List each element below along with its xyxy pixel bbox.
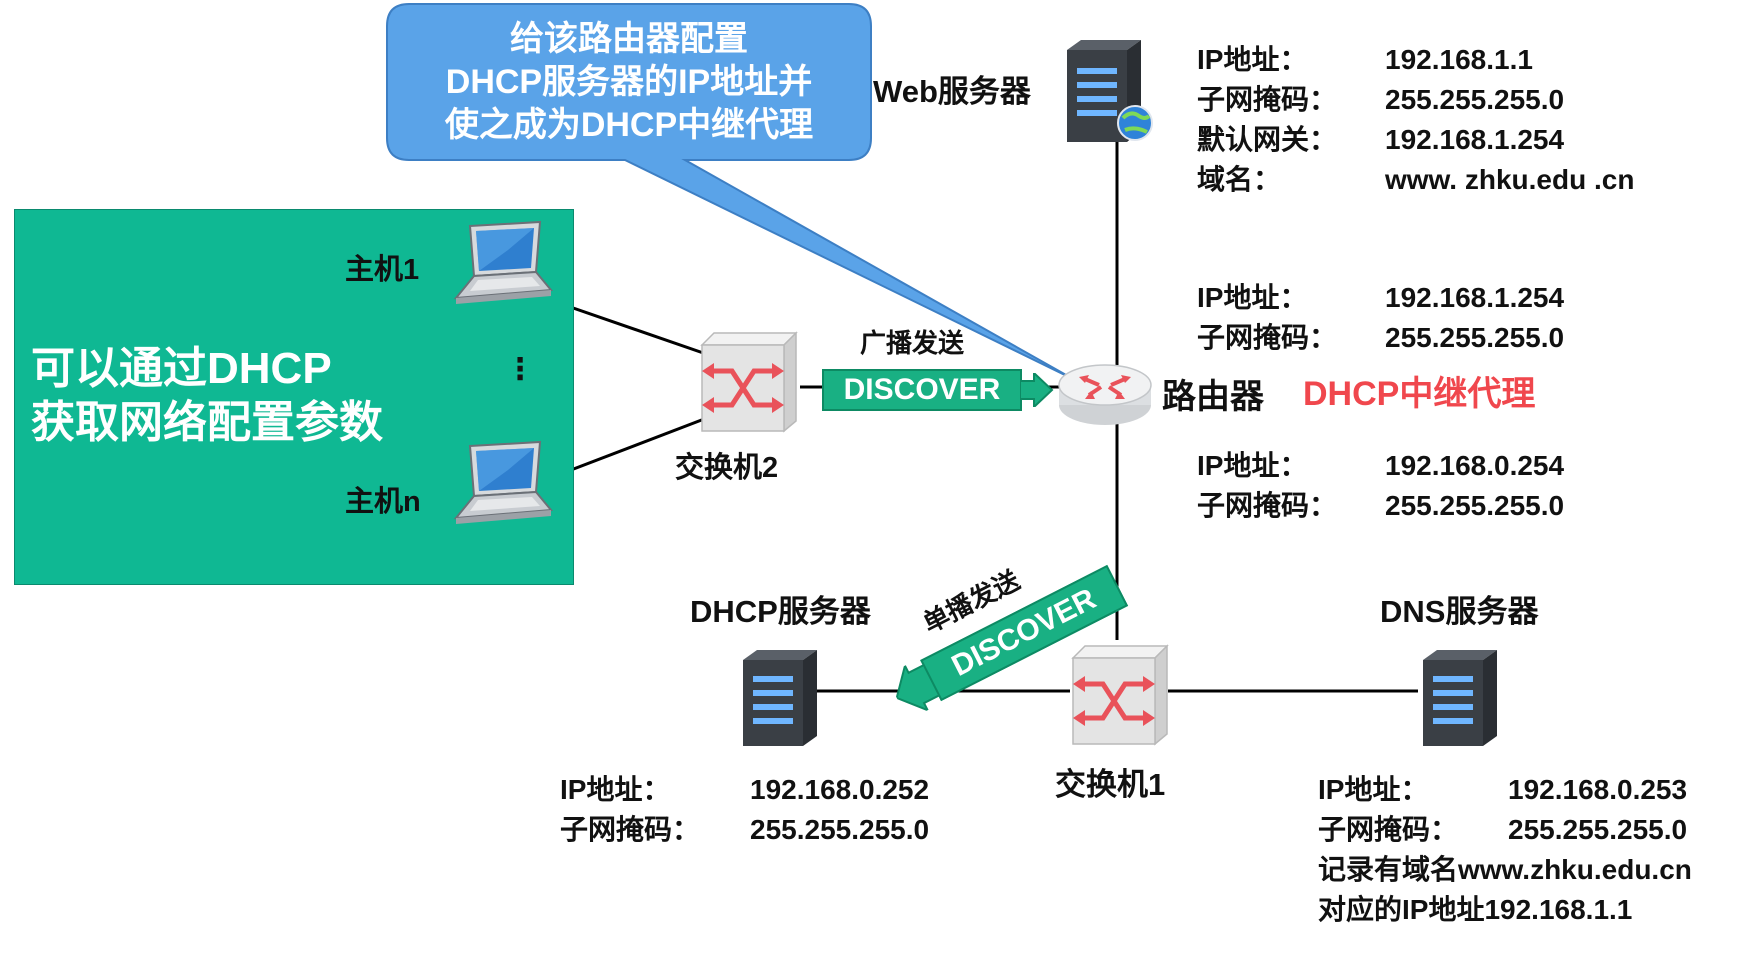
web-ip-key: IP地址： [1197,44,1308,75]
dhcp-mask-row: 子网掩码： 255.255.255.0 [560,810,929,850]
broadcast-arrow-icon [1020,373,1054,407]
broadcast-caption: 广播发送 [860,328,965,358]
host1-label: 主机1 [345,254,420,286]
router-upper-ip-value: 192.168.1.254 [1385,282,1565,313]
web-mask-key: 子网掩码： [1197,84,1338,115]
router-upper-mask-key: 子网掩码： [1197,322,1338,353]
dns-server-label: DNS服务器 [1380,594,1539,629]
dns-ip-row: IP地址： 192.168.0.253 [1318,770,1687,810]
broadcast-discover-text: DISCOVER [843,373,1001,406]
callout-line1: 给该路由器配置 [510,20,748,58]
dhcp-server-icon [743,650,817,746]
dhcp-ip-value: 192.168.0.252 [750,774,930,805]
callout-bubble [386,3,1076,381]
router-upper-ip-key: IP地址： [1197,282,1308,313]
dns-mask-row: 子网掩码： 255.255.255.0 [1318,810,1687,850]
host-panel-caption-line2: 获取网络配置参数 [31,398,383,447]
web-mask-value: 255.255.255.0 [1385,84,1565,115]
broadcast-discover-badge: DISCOVER [822,369,1022,411]
router-icon [1058,364,1152,425]
dhcp-mask-value: 255.255.255.0 [750,814,930,845]
host-panel-caption: 可以通过DHCP 获取网络配置参数 [31,342,383,450]
dhcp-server-label: DHCP服务器 [690,594,871,629]
switch2-label: 交换机2 [675,452,779,484]
web-ip-row: IP地址： 192.168.1.1 [1197,40,1533,80]
web-gw-value: 192.168.1.254 [1385,124,1565,155]
dns-ip-key: IP地址： [1318,774,1429,805]
web-domain-key: 域名： [1197,164,1282,195]
switch1-icon [1071,644,1169,746]
hosts-ellipsis: ⋮ [505,353,535,386]
dns-record-line2: 对应的IP地址192.168.1.1 [1318,894,1633,925]
web-server-label: Web服务器 [873,74,1031,109]
dns-mask-value: 255.255.255.0 [1508,814,1688,845]
router-upper-ip-row: IP地址： 192.168.1.254 [1197,278,1564,318]
web-gw-key: 默认网关： [1197,124,1338,155]
router-relay-label: DHCP中继代理 [1303,375,1536,413]
callout-text: 给该路由器配置 DHCP服务器的IP地址并 使之成为DHCP中继代理 [385,18,873,147]
link-host1-switch2 [549,298,713,358]
router-lower-mask-value: 255.255.255.0 [1385,490,1565,521]
dhcp-ip-row: IP地址： 192.168.0.252 [560,770,929,810]
web-ip-value: 192.168.1.1 [1385,44,1533,75]
web-mask-row: 子网掩码： 255.255.255.0 [1197,80,1564,120]
host1-laptop-icon [453,220,553,304]
web-domain-value: www. zhku.edu .cn [1385,164,1635,195]
callout-line2: DHCP服务器的IP地址并 [445,63,813,101]
callout-line3: 使之成为DHCP中继代理 [444,106,814,144]
switch1-label: 交换机1 [1055,767,1166,802]
dns-record-line1: 记录有域名www.zhku.edu.cn [1318,854,1692,885]
web-gw-row: 默认网关： 192.168.1.254 [1197,120,1564,160]
router-lower-mask-key: 子网掩码： [1197,490,1338,521]
router-lower-ip-key: IP地址： [1197,450,1308,481]
dhcp-ip-key: IP地址： [560,774,671,805]
link-hostn-switch2 [549,414,713,480]
host-panel-caption-line1: 可以通过DHCP [31,344,332,393]
router-lower-ip-row: IP地址： 192.168.0.254 [1197,446,1564,486]
switch2-icon [700,331,798,433]
hostn-laptop-icon [453,440,553,524]
router-label: 路由器 [1162,378,1264,416]
router-upper-mask-value: 255.255.255.0 [1385,322,1565,353]
dns-ip-value: 192.168.0.253 [1508,774,1688,805]
web-domain-row: 域名： www. zhku.edu .cn [1197,160,1634,200]
router-lower-ip-value: 192.168.0.254 [1385,450,1565,481]
dns-server-icon [1423,650,1497,746]
unicast-group: 单播发送 DISCOVER [867,522,1149,738]
router-lower-mask-row: 子网掩码： 255.255.255.0 [1197,486,1564,526]
router-upper-mask-row: 子网掩码： 255.255.255.0 [1197,318,1564,358]
dhcp-mask-key: 子网掩码： [560,814,701,845]
hostn-label: 主机n [345,486,421,518]
dns-mask-key: 子网掩码： [1318,814,1459,845]
web-server-icon [1067,40,1153,142]
